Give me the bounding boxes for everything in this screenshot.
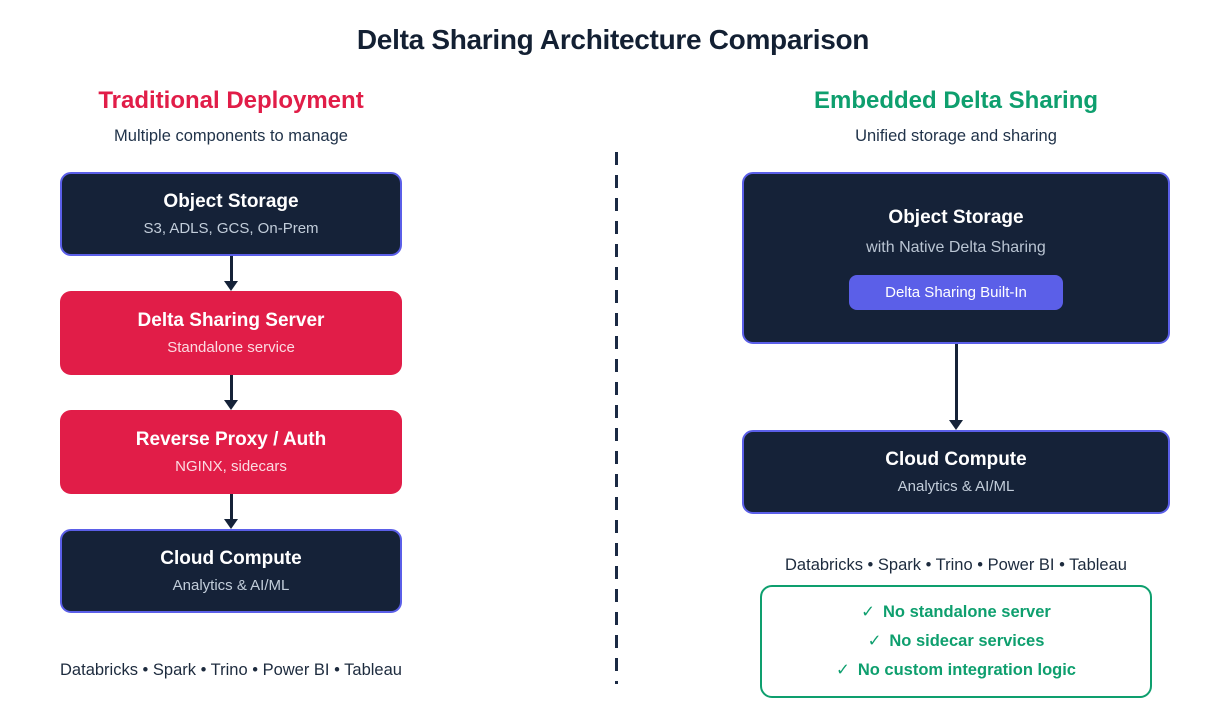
arrow-head [224, 400, 238, 410]
delta-sharing-server-node: Delta Sharing Server Standalone service [60, 291, 402, 375]
left-flow-stack: Object Storage S3, ADLS, GCS, On-Prem De… [60, 172, 402, 613]
arrow-head [949, 420, 963, 430]
node-title: Reverse Proxy / Auth [135, 429, 327, 450]
benefit-item: ✓ No custom integration logic [836, 656, 1076, 685]
node-subtitle: with Native Delta Sharing [866, 238, 1046, 256]
right-clients-list: Databricks • Spark • Trino • Power BI • … [785, 556, 1127, 574]
cloud-compute-node: Cloud Compute Analytics & AI/ML [60, 529, 402, 613]
right-column-heading: Embedded Delta Sharing [813, 87, 1099, 114]
arrow-down-icon [224, 494, 238, 529]
node-subtitle: NGINX, sidecars [175, 458, 287, 475]
node-subtitle: Standalone service [167, 339, 295, 356]
traditional-deployment-column: Traditional Deployment Multiple componen… [0, 86, 462, 680]
embedded-delta-sharing-column: Embedded Delta Sharing Unified storage a… [726, 86, 1186, 698]
node-subtitle: Analytics & AI/ML [172, 577, 290, 594]
benefit-text: No standalone server [883, 603, 1051, 621]
page-title: Delta Sharing Architecture Comparison [356, 24, 870, 55]
node-title: Object Storage [888, 206, 1024, 228]
arrow-stem [954, 344, 958, 420]
arrow-stem [229, 256, 233, 281]
benefit-text: No sidecar services [889, 632, 1045, 650]
check-icon: ✓ [835, 661, 850, 679]
delta-sharing-built-in-badge: Delta Sharing Built-In [849, 274, 1063, 310]
node-title: Delta Sharing Server [137, 310, 325, 331]
left-column-heading: Traditional Deployment [98, 87, 364, 114]
cloud-compute-node: Cloud Compute Analytics & AI/ML [742, 430, 1170, 514]
arrow-head [224, 519, 238, 529]
benefit-text: No custom integration logic [857, 661, 1076, 679]
arrow-down-icon [224, 375, 238, 410]
node-subtitle: S3, ADLS, GCS, On-Prem [143, 220, 319, 237]
check-icon: ✓ [861, 603, 875, 621]
node-title: Cloud Compute [160, 548, 302, 569]
arrow-down-icon [224, 256, 238, 291]
arrow-down-icon [949, 344, 963, 430]
node-subtitle: Analytics & AI/ML [897, 478, 1015, 495]
node-title: Cloud Compute [885, 449, 1027, 470]
arrow-stem [229, 375, 233, 400]
right-column-subtitle: Unified storage and sharing [855, 127, 1057, 145]
arrow-head [224, 281, 238, 291]
check-icon: ✓ [867, 632, 882, 650]
object-storage-node: Object Storage with Native Delta Sharing… [742, 172, 1170, 344]
left-clients-list: Databricks • Spark • Trino • Power BI • … [60, 661, 402, 679]
left-column-subtitle: Multiple components to manage [114, 127, 348, 145]
node-title: Object Storage [163, 191, 299, 212]
benefits-box: ✓No standalone server ✓No sidecar servic… [760, 585, 1152, 698]
benefit-item: ✓ No sidecar services [868, 627, 1045, 656]
vertical-dashed-divider [615, 152, 618, 684]
object-storage-node: Object Storage S3, ADLS, GCS, On-Prem [60, 172, 402, 256]
reverse-proxy-auth-node: Reverse Proxy / Auth NGINX, sidecars [60, 410, 402, 494]
arrow-stem [229, 494, 233, 519]
right-flow-stack: Object Storage with Native Delta Sharing… [742, 172, 1170, 514]
benefit-item: ✓ No standalone server [861, 598, 1051, 627]
